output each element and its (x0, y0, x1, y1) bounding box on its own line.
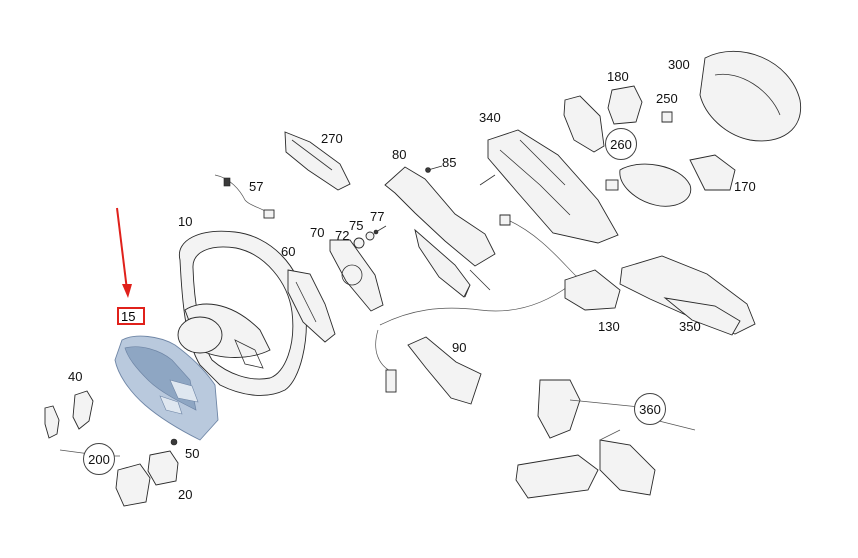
callout-170[interactable]: 170 (734, 179, 756, 194)
paddle-switch-part[interactable] (44, 390, 94, 439)
button-panel-part[interactable] (115, 438, 179, 507)
wire-harness-part[interactable] (214, 174, 275, 219)
callout-77[interactable]: 77 (370, 209, 385, 224)
switch-unit-part[interactable] (563, 85, 643, 153)
airbag-part[interactable] (699, 50, 802, 142)
steering-frame-part[interactable] (384, 166, 496, 298)
small-fastener-parts[interactable] (353, 225, 387, 249)
screw-part-250[interactable] (661, 111, 673, 123)
switch-assembly-part[interactable] (515, 379, 696, 499)
callout-130[interactable]: 130 (598, 319, 620, 334)
callout-270[interactable]: 270 (321, 131, 343, 146)
callout-70[interactable]: 70 (310, 225, 325, 240)
clock-spring-part[interactable] (605, 154, 736, 207)
cable-part[interactable] (375, 214, 621, 393)
callout-10[interactable]: 10 (178, 214, 193, 229)
callout-180[interactable]: 180 (607, 69, 629, 84)
control-module-part[interactable] (284, 131, 351, 191)
callout-60[interactable]: 60 (281, 244, 296, 259)
callout-20[interactable]: 20 (178, 487, 193, 502)
steering-wheel-part[interactable] (177, 230, 307, 396)
airbag-housing-part[interactable] (479, 129, 619, 244)
callout-72[interactable]: 72 (335, 228, 350, 243)
column-cover-part[interactable] (619, 255, 756, 336)
callout-250[interactable]: 250 (656, 91, 678, 106)
pointer-arrow (116, 207, 132, 298)
lever-part[interactable] (407, 336, 482, 405)
callout-340[interactable]: 340 (479, 110, 501, 125)
callout-300[interactable]: 300 (668, 57, 690, 72)
trim-cover-part[interactable] (114, 335, 219, 441)
callout-350[interactable]: 350 (679, 319, 701, 334)
callout-200[interactable]: 200 (83, 443, 115, 475)
callout-360[interactable]: 360 (634, 393, 666, 425)
callout-80[interactable]: 80 (392, 147, 407, 162)
callout-40[interactable]: 40 (68, 369, 83, 384)
bracket-part[interactable] (287, 269, 336, 343)
callout-50[interactable]: 50 (185, 446, 200, 461)
callout-260[interactable]: 260 (605, 128, 637, 160)
callout-85[interactable]: 85 (442, 155, 457, 170)
mounting-plate-part[interactable] (329, 239, 384, 312)
callout-75[interactable]: 75 (349, 218, 364, 233)
screw-part[interactable] (425, 165, 443, 173)
callout-57[interactable]: 57 (249, 179, 264, 194)
callout-90[interactable]: 90 (452, 340, 467, 355)
callout-15-selected[interactable]: 15 (117, 307, 145, 325)
